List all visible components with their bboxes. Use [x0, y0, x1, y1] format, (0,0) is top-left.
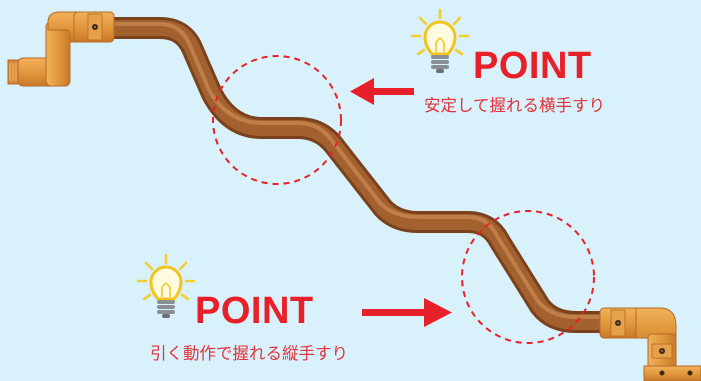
vertical-rail-caption: 引く動作で握れる縦手すり [150, 344, 348, 363]
handrail-pipe [89, 17, 631, 333]
point-heading: POINT [195, 290, 314, 332]
lightbulb-icon [410, 8, 470, 73]
arrow-left-icon [350, 78, 414, 105]
left-wall-fitting [7, 11, 115, 87]
highlight-circle-vertical [461, 210, 595, 344]
highlight-circle-horizontal [212, 55, 342, 185]
lightbulb-icon [136, 253, 196, 318]
arrow-right-icon [362, 298, 452, 327]
point-heading: POINT [473, 45, 592, 87]
right-wall-fitting [599, 307, 701, 381]
horizontal-rail-caption: 安定して握れる横手すり [424, 96, 606, 115]
